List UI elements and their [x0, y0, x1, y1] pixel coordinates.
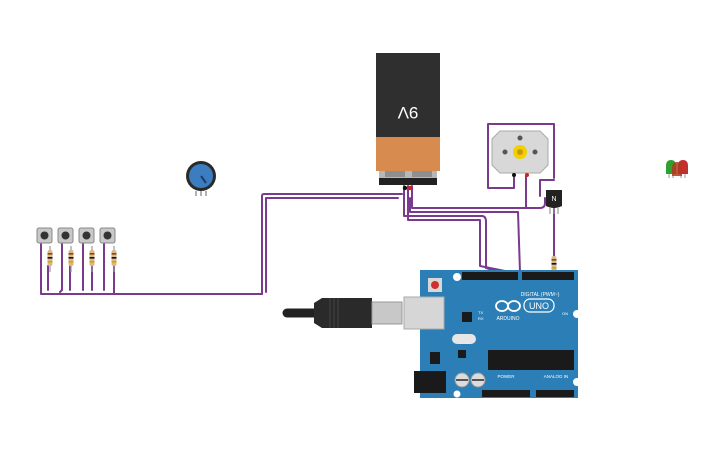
analog-label: ANALOG IN — [544, 374, 569, 379]
battery-lead-red — [407, 185, 413, 191]
motor-shaft — [517, 149, 523, 155]
battery-label: 9V — [397, 103, 418, 122]
push-button-2[interactable] — [57, 227, 74, 244]
digital-header-2[interactable] — [522, 272, 574, 280]
resistor-transistor[interactable] — [551, 256, 557, 272]
battery-terminal-pos — [412, 171, 432, 177]
arduino-model: UNO — [529, 301, 549, 311]
digital-header-1[interactable] — [462, 272, 518, 280]
arduino-power-jack — [414, 371, 446, 393]
resistor-1[interactable] — [47, 246, 53, 272]
push-button-1[interactable] — [36, 227, 53, 244]
resistor-2[interactable] — [68, 246, 74, 272]
arduino-logo-icon — [495, 300, 521, 312]
power-header[interactable] — [482, 390, 530, 397]
motor-screw-top — [517, 135, 523, 141]
transistor[interactable]: N — [546, 190, 562, 214]
battery-lead-black — [402, 185, 408, 191]
uno-badge — [523, 298, 555, 313]
digital-label: DIGITAL (PWM~) — [521, 292, 560, 298]
power-label: POWER — [497, 374, 515, 379]
battery-top — [376, 53, 440, 137]
wire-button-1[interactable] — [40, 243, 263, 295]
wire-bus-main[interactable] — [261, 193, 403, 295]
regulator — [430, 352, 440, 364]
resistor-3[interactable] — [89, 246, 95, 272]
motor-screw-right — [532, 149, 538, 155]
wire-battery-arduino-3[interactable] — [409, 197, 521, 273]
battery-terminal-neg — [385, 171, 405, 177]
battery-9v[interactable]: 9V — [376, 53, 440, 191]
battery-terminal-block — [379, 178, 437, 185]
battery-body — [376, 137, 440, 171]
transistor-label: N — [551, 196, 556, 203]
capacitors — [454, 372, 486, 388]
wire-motor-left[interactable] — [487, 123, 555, 189]
battery-base — [379, 171, 437, 178]
atmega-chip — [488, 350, 574, 370]
motor-lead-red — [525, 173, 529, 177]
mount-hole-2 — [573, 310, 581, 318]
on-label: ON — [562, 311, 568, 316]
mount-hole-3 — [573, 378, 581, 386]
usb-plug-metal — [371, 301, 403, 325]
usb-plug-body — [314, 298, 372, 328]
analog-header[interactable] — [536, 390, 574, 397]
small-ic — [458, 350, 466, 358]
mount-hole-1 — [453, 273, 461, 281]
button-array — [36, 227, 117, 272]
wire-button-2[interactable] — [59, 243, 63, 293]
wire-motor-transistor[interactable] — [539, 179, 555, 197]
arduino-brand: ARDUINO — [496, 316, 519, 322]
tx-label: TX — [478, 310, 483, 315]
wire-battery-transistor[interactable] — [411, 185, 546, 209]
led-group — [666, 160, 688, 178]
push-button-4[interactable] — [99, 227, 116, 244]
arduino-usb-jack — [403, 296, 445, 330]
led-orange[interactable] — [672, 162, 682, 176]
small-chip — [462, 312, 472, 322]
arduino-uno[interactable]: DIGITAL (PWM~) ARDUINO UNO TX RX ON POWE… — [403, 270, 581, 398]
wire-bus-main-2[interactable] — [265, 197, 399, 293]
push-button-3[interactable] — [78, 227, 95, 244]
crystal — [452, 334, 476, 344]
wire-battery-arduino-2[interactable] — [407, 185, 511, 273]
pot-indicator — [200, 175, 207, 184]
wire-battery-arduino[interactable] — [403, 185, 501, 273]
resistor-4[interactable] — [111, 246, 117, 272]
potentiometer[interactable] — [186, 161, 216, 196]
dc-motor[interactable] — [491, 130, 549, 177]
motor-screw-left — [502, 149, 508, 155]
motor-lead-black — [512, 173, 516, 177]
rx-label: RX — [478, 316, 484, 321]
mount-hole-4 — [453, 390, 461, 398]
wires — [40, 123, 555, 295]
